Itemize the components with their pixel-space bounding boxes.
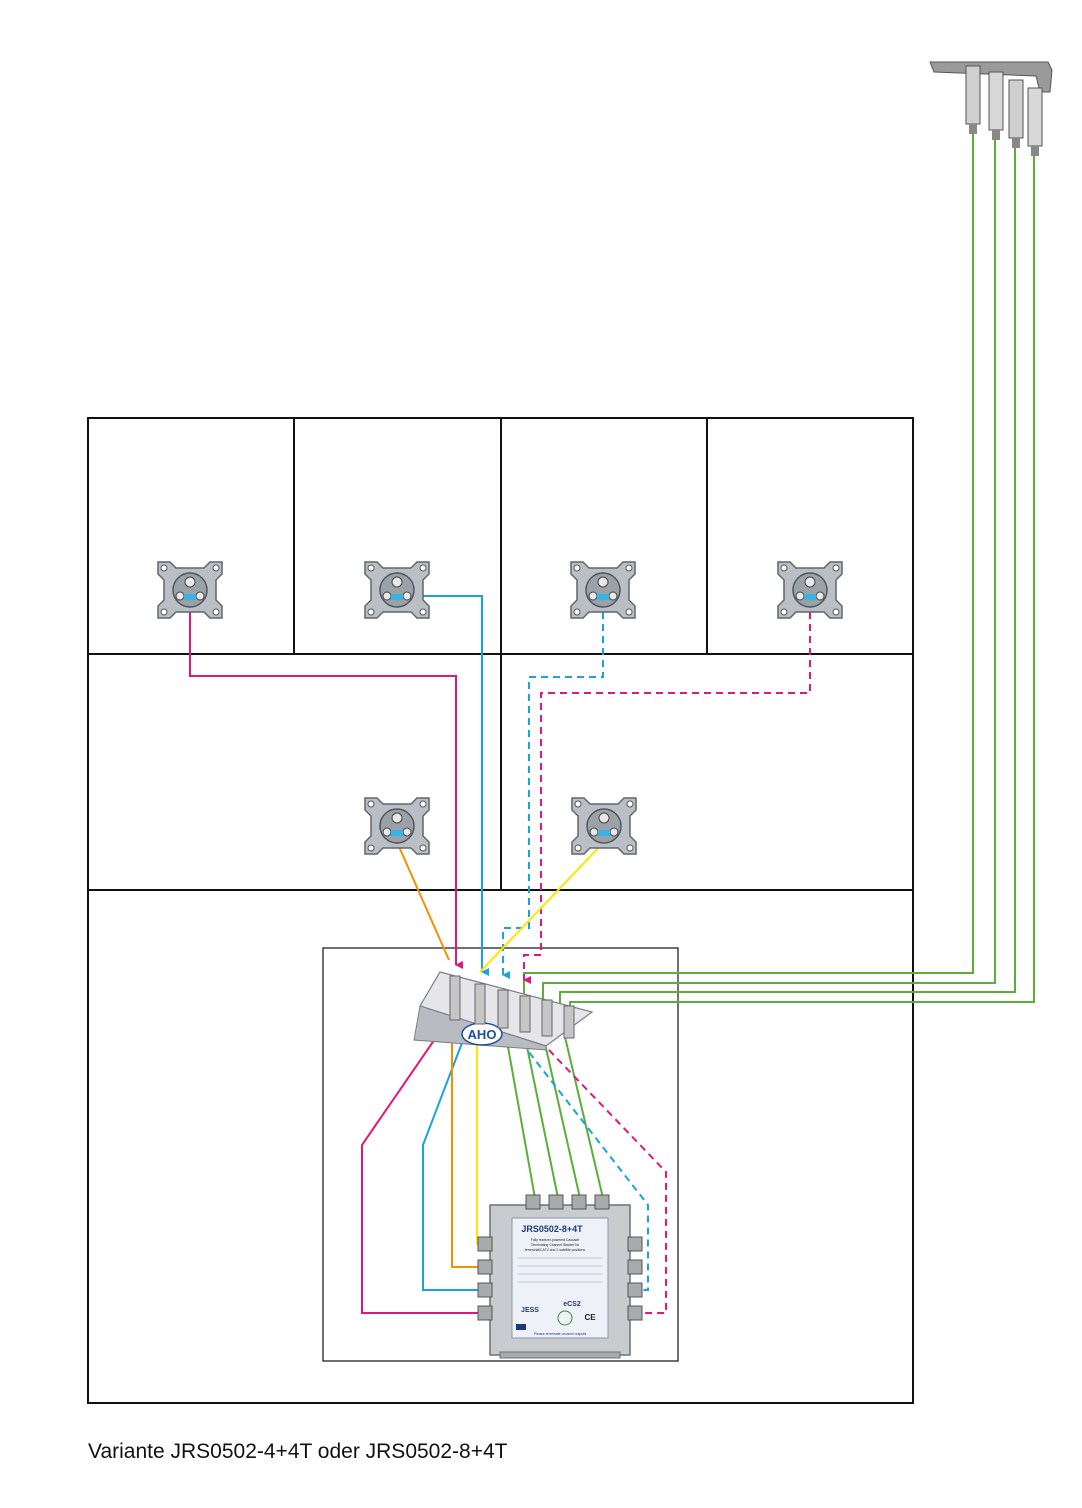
antenna-wall-outlet-icon	[777, 561, 843, 619]
multiswitch-brand: JESS	[521, 1307, 539, 1314]
cable-room2	[418, 595, 489, 976]
cable-room6-out	[476, 1024, 490, 1245]
splitter-logo: AHO	[468, 1027, 497, 1042]
cable-splitter-icon: AHO	[413, 971, 594, 1051]
antenna-wall-outlet-icon	[570, 561, 636, 619]
cable-room4	[523, 612, 811, 984]
cable-room1-out	[361, 1019, 490, 1314]
cable-room1	[189, 605, 463, 969]
floor-plan	[87, 417, 914, 1404]
multiswitch-ce: CE	[584, 1313, 596, 1322]
antenna-wall-outlet-icon	[364, 797, 430, 855]
cable-room2-out	[422, 1021, 490, 1291]
cable-lnb-3	[559, 145, 1016, 1006]
cable-room3	[502, 612, 604, 979]
cable-sat-3	[542, 1034, 581, 1199]
diagram-caption: Variante JRS0502-4+4T oder JRS0502-8+4T	[88, 1440, 508, 1463]
cable-sat-2	[523, 1031, 559, 1199]
multiswitch-desc-3: terrestrial/CATV and 2 satellite positio…	[525, 1248, 585, 1252]
quattro-lnb-icon	[929, 61, 1053, 156]
cable-sat-4	[564, 1036, 604, 1199]
multiswitch-badge: eCS2	[563, 1301, 581, 1308]
cable-room4-out	[523, 1023, 667, 1314]
cable-sat-1	[504, 1029, 536, 1199]
multiswitch-footer: Please terminate unused outputs	[534, 1332, 587, 1336]
multiswitch-model: JRS0502-8+4T	[521, 1224, 583, 1234]
cable-lnb-1	[523, 130, 974, 1000]
cable-room5-out	[451, 1024, 490, 1268]
cable-room3-out	[506, 1023, 649, 1291]
cables	[189, 130, 1035, 1314]
antenna-wall-outlet-icon	[157, 561, 223, 619]
cable-room5	[396, 841, 450, 961]
multiswitch-desc-2: Terminating Channel Stacker for	[531, 1243, 580, 1247]
cable-lnb-2	[542, 130, 996, 1002]
cable-room6	[479, 841, 605, 973]
antenna-wall-outlet-icon	[571, 797, 637, 855]
multiswitch-icon: JRS0502-8+4T Fully receiver-powered Casc…	[477, 1194, 643, 1359]
cabinet-box	[322, 947, 679, 1362]
antenna-wall-outlet-icon	[364, 561, 430, 619]
multiswitch-desc-1: Fully receiver-powered Cascade	[531, 1238, 580, 1242]
